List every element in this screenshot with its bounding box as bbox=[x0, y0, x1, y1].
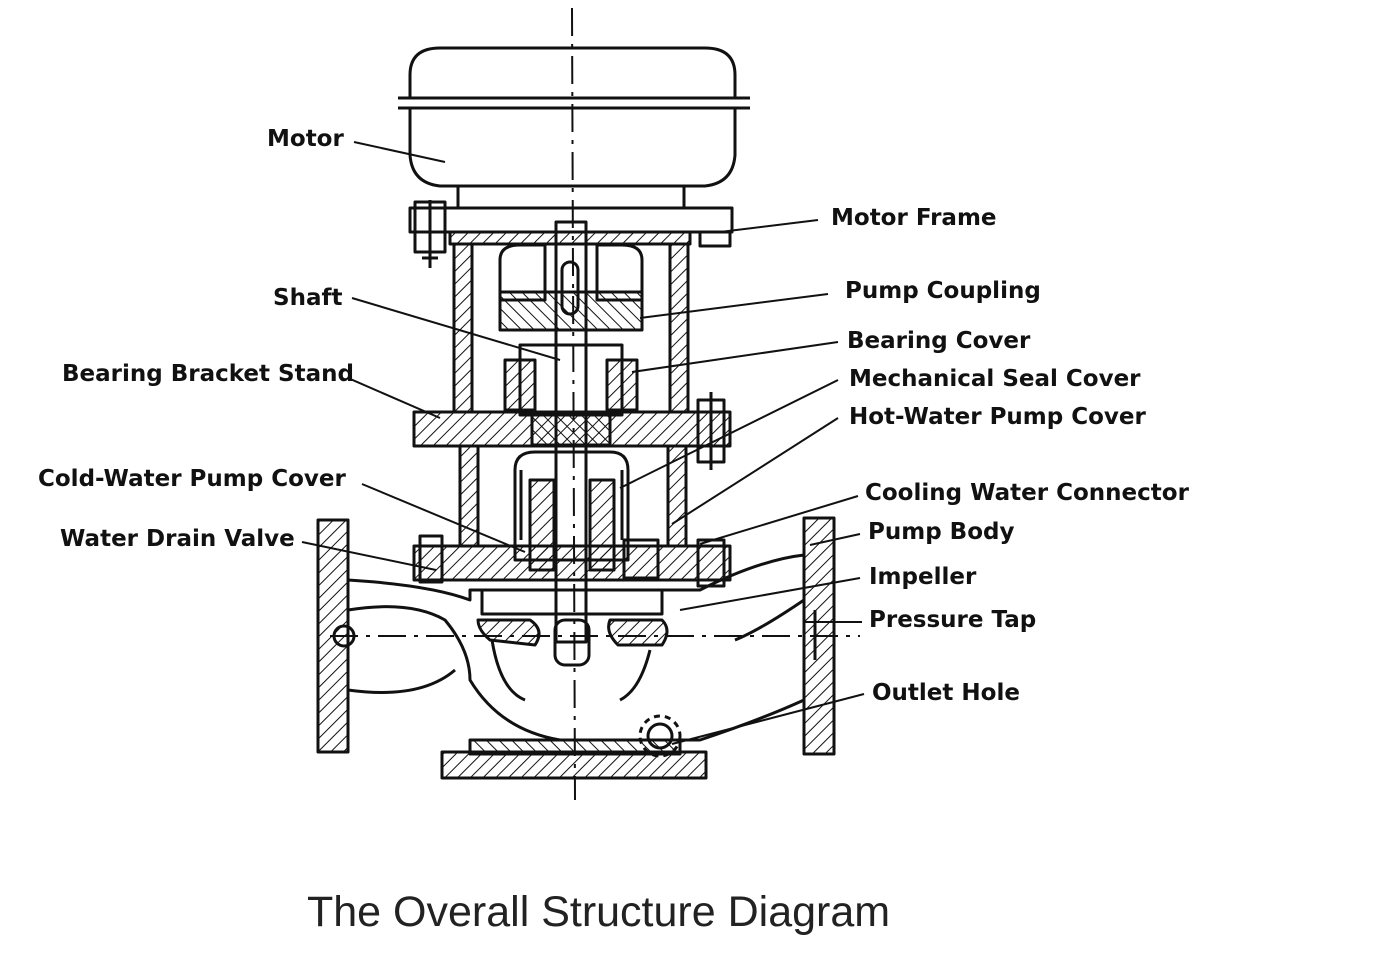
label-shaft: Shaft bbox=[273, 285, 343, 311]
leader-lines bbox=[301, 141, 865, 745]
label-outlet-hole: Outlet Hole bbox=[872, 680, 1020, 706]
shaft-body bbox=[554, 220, 588, 644]
leader-water-drain-valve bbox=[301, 541, 437, 571]
leader-cooling-water-connector bbox=[699, 495, 859, 545]
label-water-drain-valve: Water Drain Valve bbox=[60, 526, 295, 552]
leader-cold-water-pump-cover bbox=[361, 483, 526, 553]
leader-motor bbox=[353, 141, 446, 163]
motor-housing bbox=[398, 46, 750, 210]
leader-shaft bbox=[351, 297, 561, 361]
seal-chamber bbox=[513, 450, 660, 580]
leader-mechanical-seal-cover bbox=[619, 379, 839, 489]
label-impeller: Impeller bbox=[869, 564, 977, 590]
label-cooling-water-connector: Cooling Water Connector bbox=[865, 480, 1189, 506]
label-bearing-bracket-stand: Bearing Bracket Stand bbox=[62, 361, 354, 387]
label-motor-frame: Motor Frame bbox=[831, 205, 997, 231]
leader-hot-water-pump-cover bbox=[671, 417, 839, 525]
label-motor: Motor bbox=[267, 126, 344, 152]
leader-bearing-cover bbox=[631, 341, 839, 373]
label-pump-body: Pump Body bbox=[868, 519, 1015, 545]
coupling-assembly bbox=[498, 243, 644, 447]
label-pressure-tap: Pressure Tap bbox=[869, 607, 1037, 633]
leader-outlet-hole bbox=[671, 693, 865, 745]
center-line bbox=[571, 7, 576, 801]
label-bearing-cover: Bearing Cover bbox=[847, 328, 1031, 354]
leader-bearing-bracket-stand bbox=[347, 377, 441, 419]
label-pump-coupling: Pump Coupling bbox=[845, 278, 1041, 304]
label-hot-water-pump-cover: Hot-Water Pump Cover bbox=[849, 404, 1146, 430]
leader-pump-body bbox=[809, 533, 861, 546]
leader-motor-frame bbox=[719, 219, 819, 233]
diagram-title: The Overall Structure Diagram bbox=[307, 888, 891, 936]
motor-frame-plate bbox=[408, 200, 734, 268]
leader-impeller bbox=[679, 577, 861, 611]
label-cold-water-pump-cover: Cold-Water Pump Cover bbox=[38, 466, 346, 492]
label-mechanical-seal-cover: Mechanical Seal Cover bbox=[849, 366, 1141, 392]
leader-pump-coupling bbox=[639, 293, 829, 319]
